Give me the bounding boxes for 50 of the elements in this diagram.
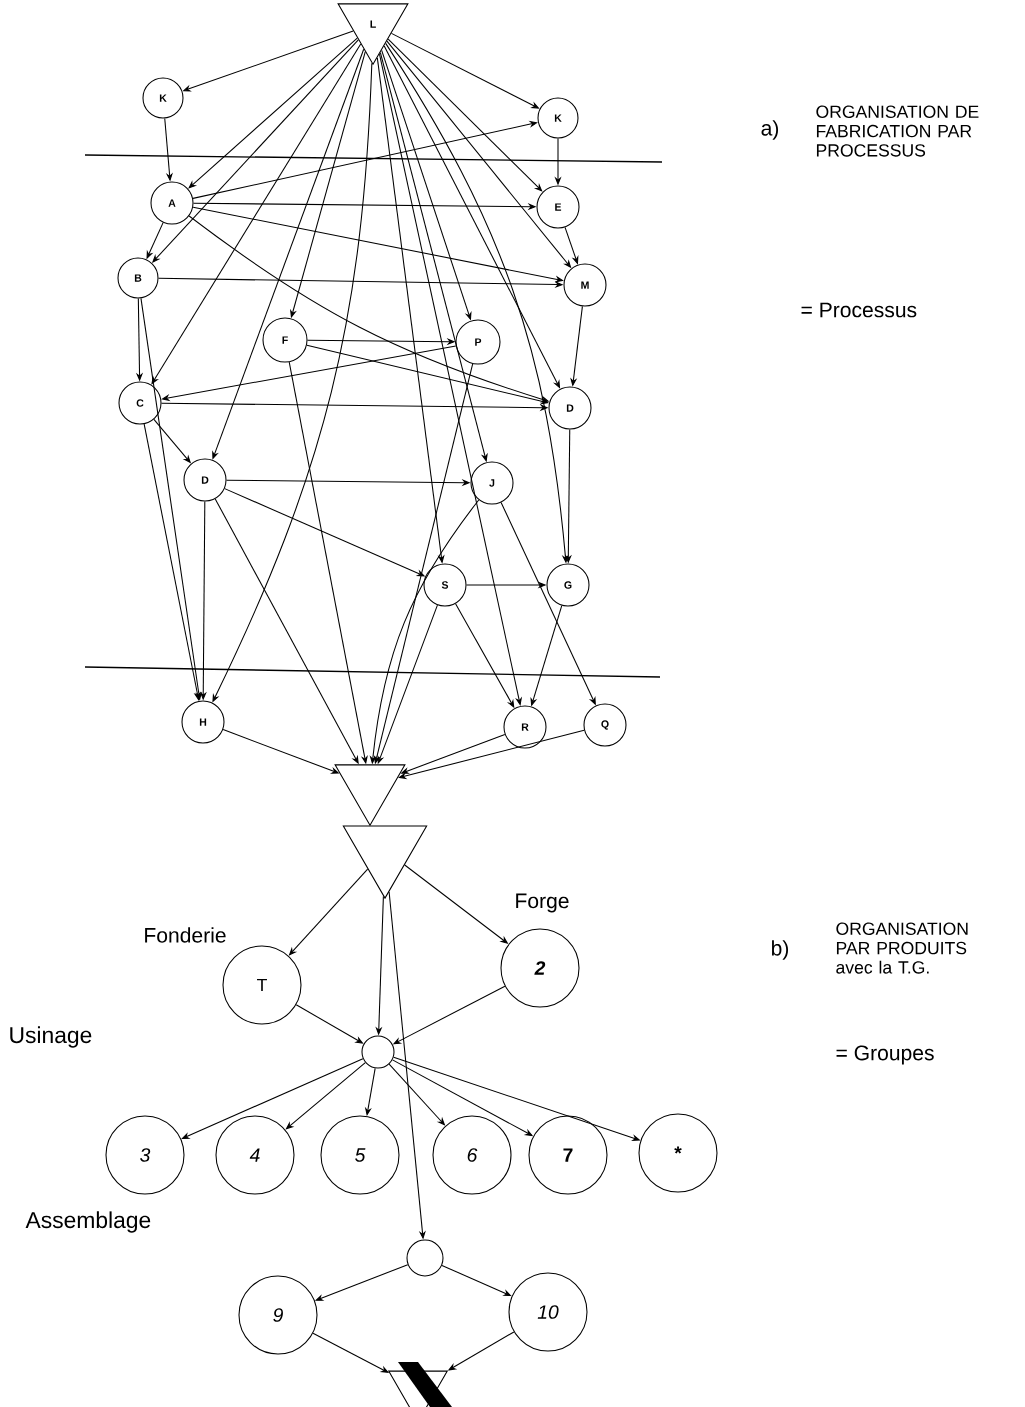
circle-node: 10 [508, 1272, 588, 1352]
heading: ORGANISATION DE FABRICATION PAR PROCESSUS [816, 105, 979, 157]
legend-text: = Processus [801, 302, 917, 318]
circle-node: P [455, 319, 501, 365]
heading: ORGANISATION PAR PRODUITS avec la T.G. [836, 922, 968, 974]
circle-node: 9 [238, 1275, 318, 1355]
section-letter: a) [761, 120, 779, 140]
circle-node: Q [583, 703, 627, 747]
legend-text: = Groupes [836, 1045, 934, 1065]
arrow [398, 729, 585, 780]
arrow [285, 1062, 366, 1130]
circle-node: T [222, 945, 302, 1025]
circle-node: 3 [105, 1115, 185, 1195]
stage-label: Assemblage [25, 1211, 151, 1233]
circle-node: G [546, 563, 590, 607]
arrow [192, 206, 564, 283]
arrow [387, 38, 543, 192]
arrow [441, 1264, 512, 1297]
node-caption: Forge [516, 893, 569, 913]
arrow [383, 45, 561, 389]
circle-node: A [150, 181, 194, 225]
arrow [143, 423, 201, 701]
circle-node: 7 [528, 1115, 608, 1195]
circle-node: B [117, 257, 159, 299]
arrow [181, 1058, 364, 1139]
circle-node [361, 1035, 395, 1069]
circle-node: 4 [215, 1115, 295, 1195]
arrow [379, 53, 523, 706]
circle-node: * [638, 1113, 718, 1193]
circle-node: 2 [500, 928, 580, 1008]
circle-node: J [470, 461, 514, 505]
circle-node: E [536, 185, 580, 229]
circle-node: D [183, 458, 227, 502]
arrow [188, 37, 358, 189]
stage-label: Usinage [10, 1026, 92, 1048]
node-caption: Fonderie [145, 927, 226, 943]
circle-node: F [262, 317, 308, 363]
circle-node: K [537, 97, 579, 139]
circle-node: S [423, 563, 467, 607]
arrow [192, 120, 538, 199]
circle-node: R [503, 705, 547, 749]
circle-node: H [181, 700, 225, 744]
circle-node: 5 [320, 1115, 400, 1195]
circle-node: C [118, 381, 162, 425]
section-letter: b) [772, 940, 789, 960]
circle-node: M [563, 263, 607, 307]
circle-node: 6 [432, 1115, 512, 1195]
circle-node: D [548, 386, 592, 430]
circle-node: K [142, 77, 184, 119]
circle-node [406, 1239, 444, 1277]
